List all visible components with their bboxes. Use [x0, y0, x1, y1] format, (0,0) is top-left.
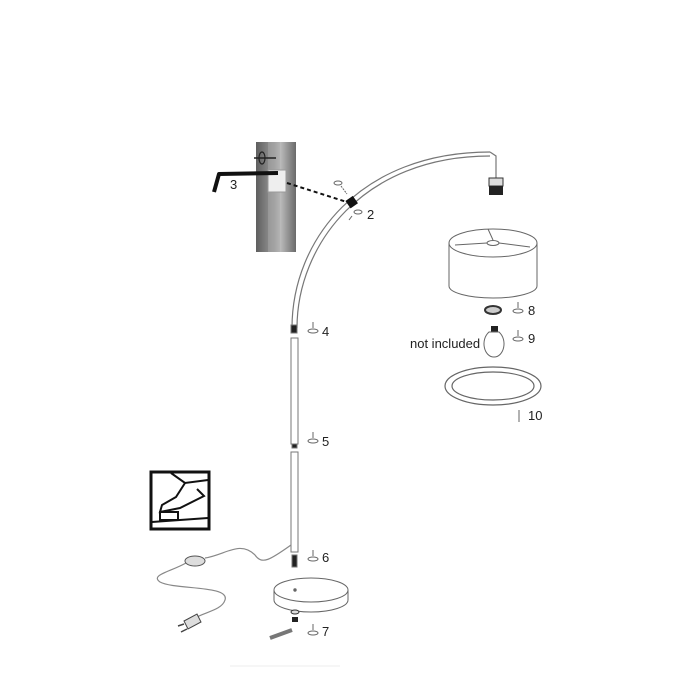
dashed-pointer — [286, 182, 351, 204]
lamp-base — [273, 577, 349, 613]
lamp-shade — [448, 228, 538, 299]
part-label-8: 8 — [528, 303, 535, 318]
arm-joint — [345, 195, 358, 209]
not-included-note: not included — [410, 336, 480, 351]
part-label-9: 9 — [528, 331, 535, 346]
rotate-arrow-icon — [258, 151, 266, 165]
lamp-pole — [290, 324, 299, 568]
lamp-socket — [488, 177, 504, 195]
part-label-5: 5 — [322, 434, 329, 449]
part-label-7: 7 — [322, 624, 329, 639]
joint-photo-inset — [254, 142, 296, 252]
wrench-icon — [269, 628, 293, 640]
foot-switch — [184, 555, 206, 567]
part-label-10: 10 — [528, 408, 542, 423]
lamp-arc-arm — [291, 151, 497, 329]
part-label-6: 6 — [322, 550, 329, 565]
allen-key-icon — [212, 171, 279, 193]
base-screw — [269, 609, 300, 640]
foot-switch-icon — [149, 470, 211, 531]
diffuser-ring — [444, 366, 542, 406]
power-cord — [156, 544, 292, 619]
part-label-3: 3 — [230, 177, 237, 192]
screw-icon — [333, 180, 363, 221]
light-bulb-icon — [483, 326, 505, 358]
part-label-2: 2 — [367, 207, 374, 222]
part-label-4: 4 — [322, 324, 329, 339]
plug-icon — [177, 613, 202, 633]
shade-ring — [484, 305, 502, 315]
screw-direction-icon — [512, 302, 524, 314]
